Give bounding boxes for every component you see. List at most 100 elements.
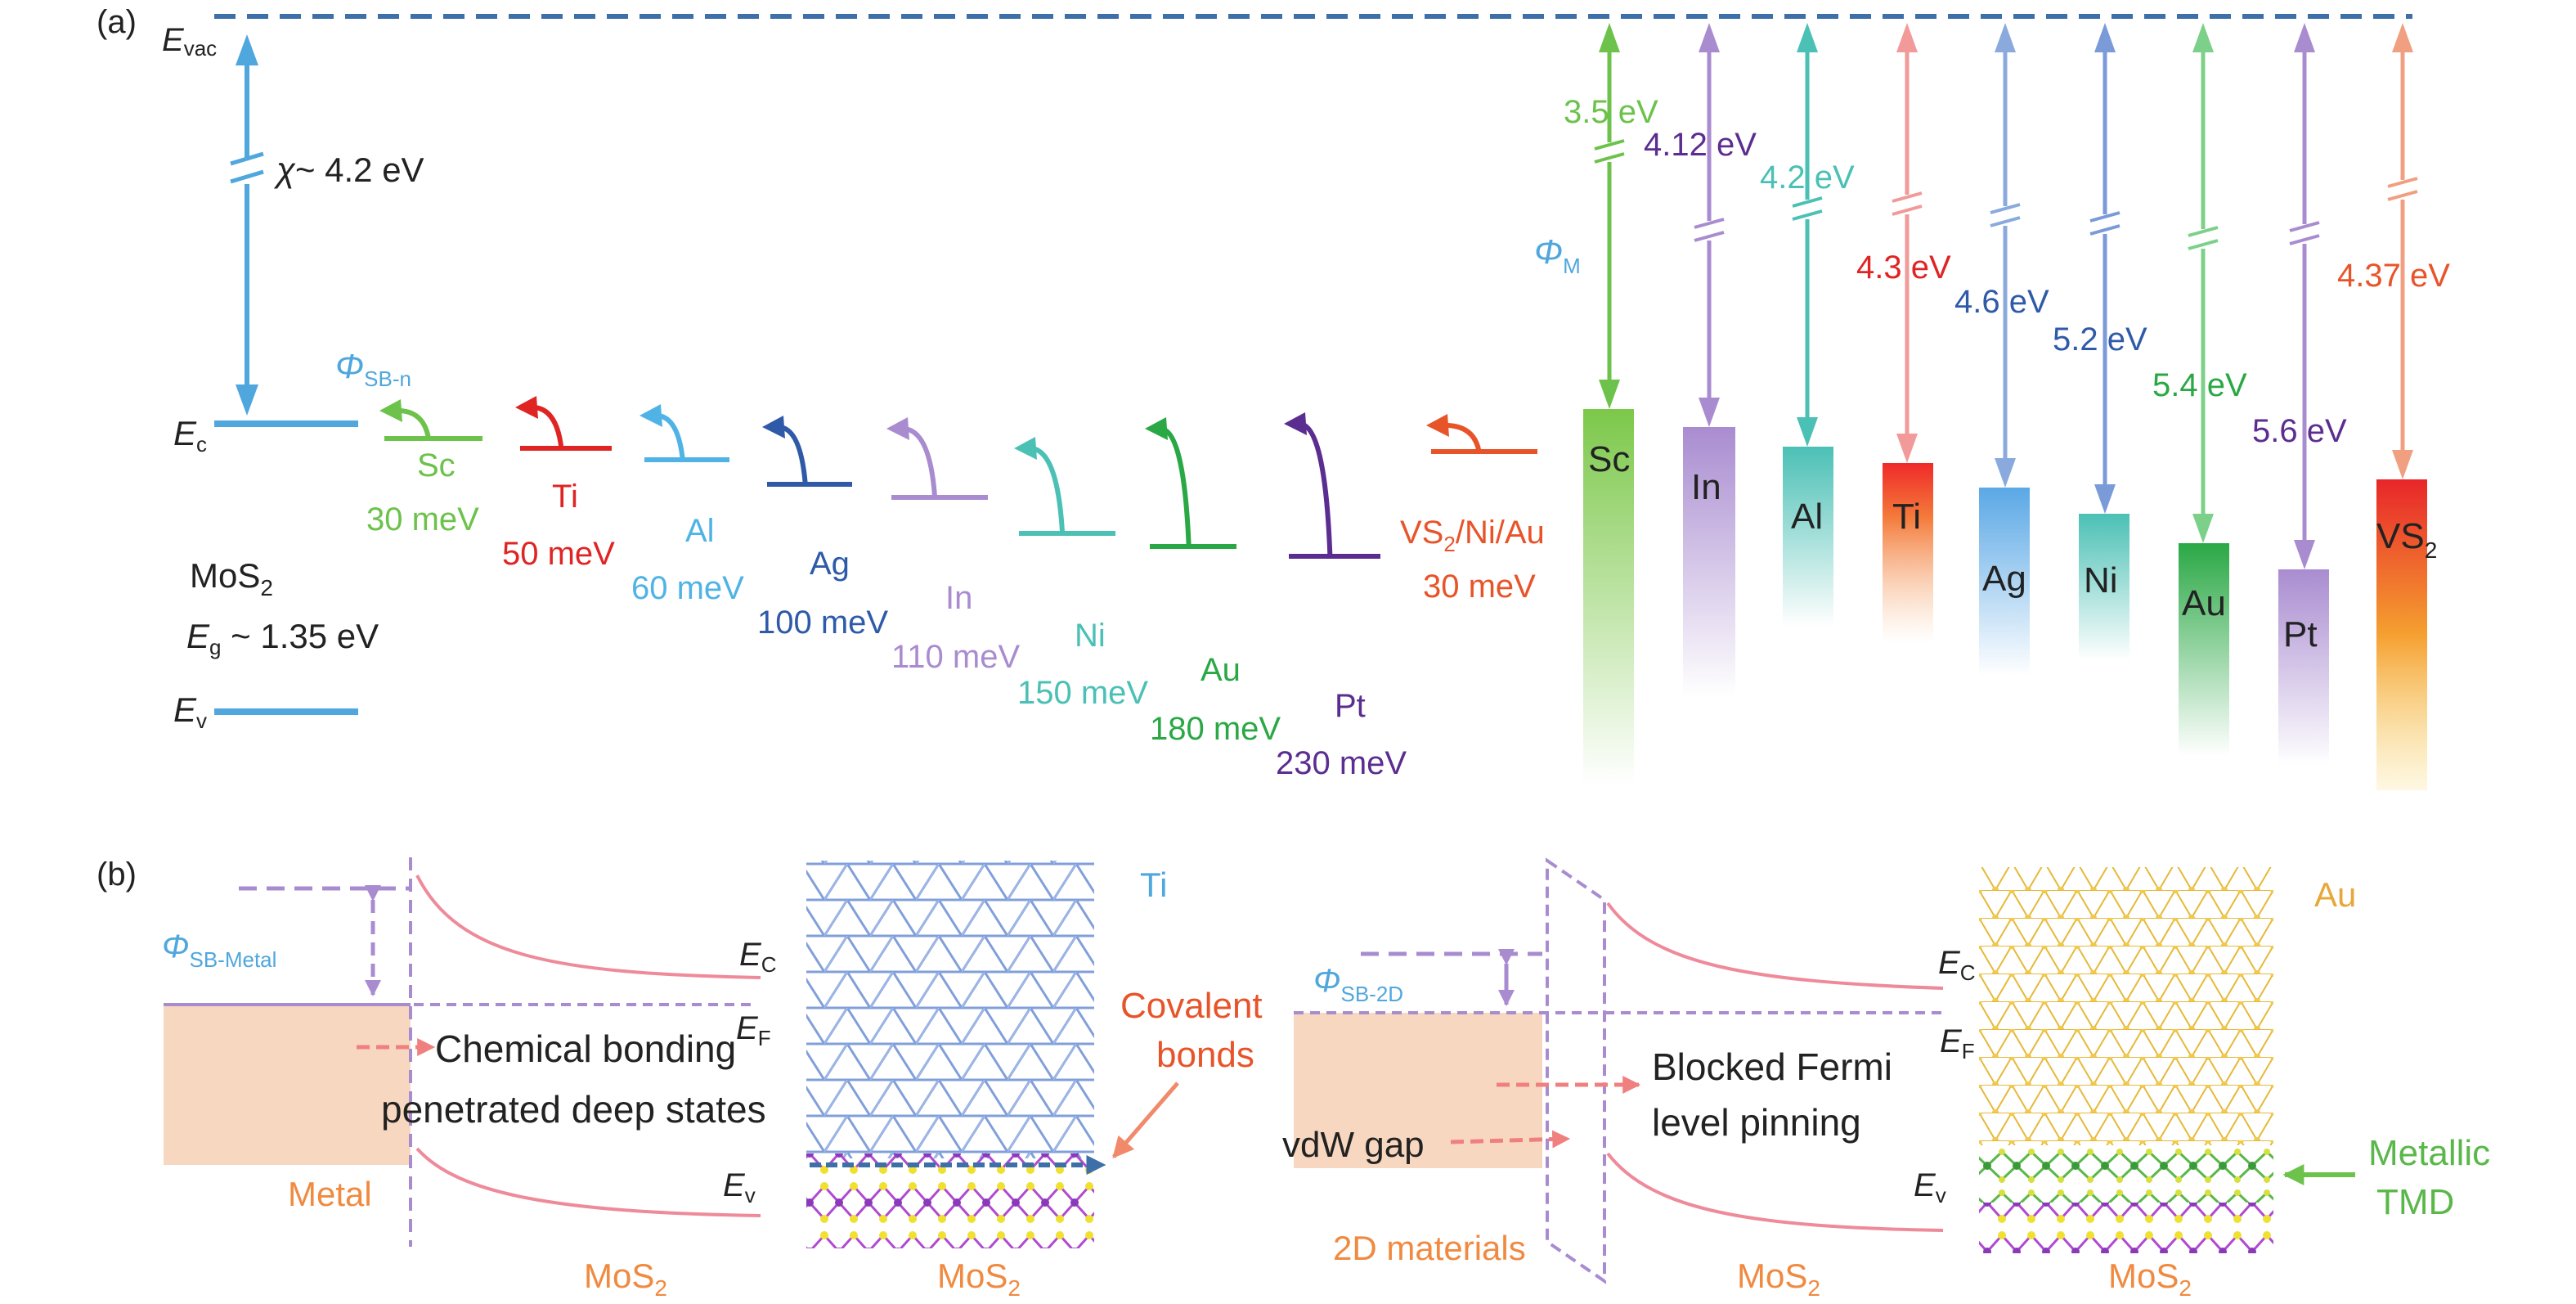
barrier-metal-ag: Ag — [810, 546, 850, 582]
wf-arrow-in — [1694, 23, 1725, 427]
metal-label: Metal — [288, 1175, 372, 1213]
wf-value-ag: 4.6 eV — [1954, 284, 2049, 320]
barrier-marker-al — [640, 404, 729, 462]
wf-bar-ag: Ag — [1979, 488, 2030, 676]
barrier-value-au: 180 meV — [1150, 711, 1281, 747]
wf-bar-ti: Ti — [1883, 463, 1933, 643]
wf-bar-label-ti: Ti — [1892, 497, 1921, 537]
metallic-line1: Metallic — [2368, 1133, 2490, 1173]
covalent-line2: bonds — [1156, 1035, 1254, 1075]
e-c-label: Ec — [173, 414, 207, 456]
phi-sb-2d-label: ΦSB-2D — [1313, 963, 1403, 1006]
barrier-metal-pt: Pt — [1335, 688, 1366, 724]
vdw-gap-arrow — [1450, 1130, 1571, 1149]
left-ec-label: EC — [739, 937, 776, 977]
wf-value-sc: 3.5 eV — [1564, 94, 1658, 130]
chi-label: χ~ 4.2 eV — [273, 151, 424, 189]
barrier-marker-ti — [515, 396, 612, 451]
electron-affinity-arrow — [230, 34, 264, 416]
wf-bar-label-vs2: VS2 — [2376, 516, 2437, 563]
barrier-marker-au — [1145, 417, 1236, 549]
wf-arrow-au — [2188, 23, 2219, 543]
barrier-metal-ti: Ti — [552, 479, 578, 515]
wf-bar-au: Au — [2179, 543, 2229, 756]
blocked-line2: level pinning — [1652, 1101, 1861, 1144]
chem-bonding-line2: penetrated deep states — [381, 1088, 766, 1131]
wf-arrow-pt — [2289, 23, 2320, 569]
right-valence-band — [1606, 1152, 1944, 1232]
wf-arrow-ag — [1990, 23, 2021, 488]
right-lattice-mos2-label: MoS2 — [2108, 1257, 2192, 1301]
wf-bar-label-in: In — [1691, 467, 1721, 507]
barrier-metal-in: In — [945, 580, 972, 616]
right-ec-label: EC — [1938, 945, 1975, 985]
barrier-marker-ag — [762, 416, 852, 487]
two-d-materials-label: 2D materials — [1333, 1229, 1526, 1267]
covalent-arrow — [1112, 1081, 1179, 1158]
ti-label: Ti — [1140, 866, 1167, 904]
barrier-value-pt: 230 meV — [1276, 745, 1407, 781]
left-valence-band — [415, 1147, 761, 1217]
wf-bar-ni: Ni — [2079, 514, 2129, 661]
barrier-marker-vs2 — [1426, 414, 1537, 454]
barrier-metal-al: Al — [685, 513, 715, 549]
blocked-line1: Blocked Fermi — [1652, 1045, 1892, 1088]
chem-bonding-line1: Chemical bonding — [435, 1027, 736, 1070]
schottky-barrier-markers — [379, 396, 1537, 559]
right-mos2-label: MoS2 — [1737, 1257, 1820, 1301]
wf-value-ti: 4.3 eV — [1856, 250, 1951, 286]
mos2-lattice-right — [1979, 1203, 2273, 1253]
wf-bar-label-au: Au — [2182, 583, 2226, 623]
barrier-metal-au: Au — [1200, 652, 1241, 688]
wf-value-al: 4.2 eV — [1760, 160, 1855, 196]
wf-bar-label-ni: Ni — [2084, 560, 2118, 600]
wf-arrow-vs2 — [2387, 23, 2418, 479]
wf-bar-label-al: Al — [1791, 497, 1823, 537]
work-function-arrows — [1594, 23, 2418, 569]
left-conduction-band — [415, 875, 761, 979]
barrier-metal-vs2: VS2/Ni/Au — [1400, 515, 1545, 556]
au-lattice — [1979, 867, 2273, 1145]
barrier-value-in: 110 meV — [891, 639, 1020, 675]
wf-value-vs2: 4.37 eV — [2337, 258, 2450, 294]
wf-arrow-al — [1792, 23, 1823, 447]
barrier-marker-ni — [1014, 437, 1115, 536]
wf-bar-sc: Sc — [1583, 409, 1634, 785]
e-vac-label: Evac — [162, 22, 217, 61]
au-label: Au — [2314, 875, 2356, 914]
e-v-label: Ev — [173, 690, 207, 733]
wf-arrow-ni — [2089, 23, 2120, 514]
wf-bar-in: In — [1683, 427, 1735, 697]
covalent-line1: Covalent — [1120, 986, 1263, 1026]
wf-value-au: 5.4 eV — [2152, 367, 2247, 403]
metal-block — [164, 1005, 411, 1165]
wf-bar-vs2: VS2 — [2376, 479, 2437, 790]
bandgap-label: Eg ~ 1.35 eV — [186, 617, 379, 659]
barrier-marker-sc — [379, 399, 482, 441]
wf-value-in: 4.12 eV — [1644, 127, 1757, 163]
panel-a-label: (a) — [96, 4, 137, 40]
right-ev-label: Ev — [1914, 1167, 1946, 1207]
barrier-value-al: 60 meV — [631, 570, 744, 606]
wf-arrow-sc — [1594, 23, 1625, 409]
phi-sbn-label: ΦSB-n — [335, 347, 411, 391]
wf-arrow-ti — [1892, 23, 1923, 463]
wf-value-pt: 5.6 eV — [2252, 413, 2347, 449]
barrier-marker-in — [886, 417, 988, 500]
left-mos2-label: MoS2 — [584, 1257, 667, 1301]
right-conduction-band — [1606, 902, 1944, 990]
barrier-value-ni: 150 meV — [1017, 675, 1148, 711]
left-ev-label: Ev — [723, 1167, 756, 1207]
mos2-lattice-left — [806, 1153, 1094, 1248]
barrier-metal-ni: Ni — [1075, 618, 1106, 654]
barrier-value-sc: 30 meV — [366, 501, 479, 537]
barrier-metal-sc: Sc — [417, 447, 456, 483]
barrier-value-ti: 50 meV — [502, 536, 615, 572]
left-lattice-mos2-label: MoS2 — [937, 1257, 1021, 1301]
barrier-marker-pt — [1284, 412, 1380, 559]
left-ef-label: EF — [736, 1010, 771, 1050]
right-ef-label: EF — [1940, 1023, 1975, 1063]
wf-bar-al: Al — [1783, 447, 1833, 627]
